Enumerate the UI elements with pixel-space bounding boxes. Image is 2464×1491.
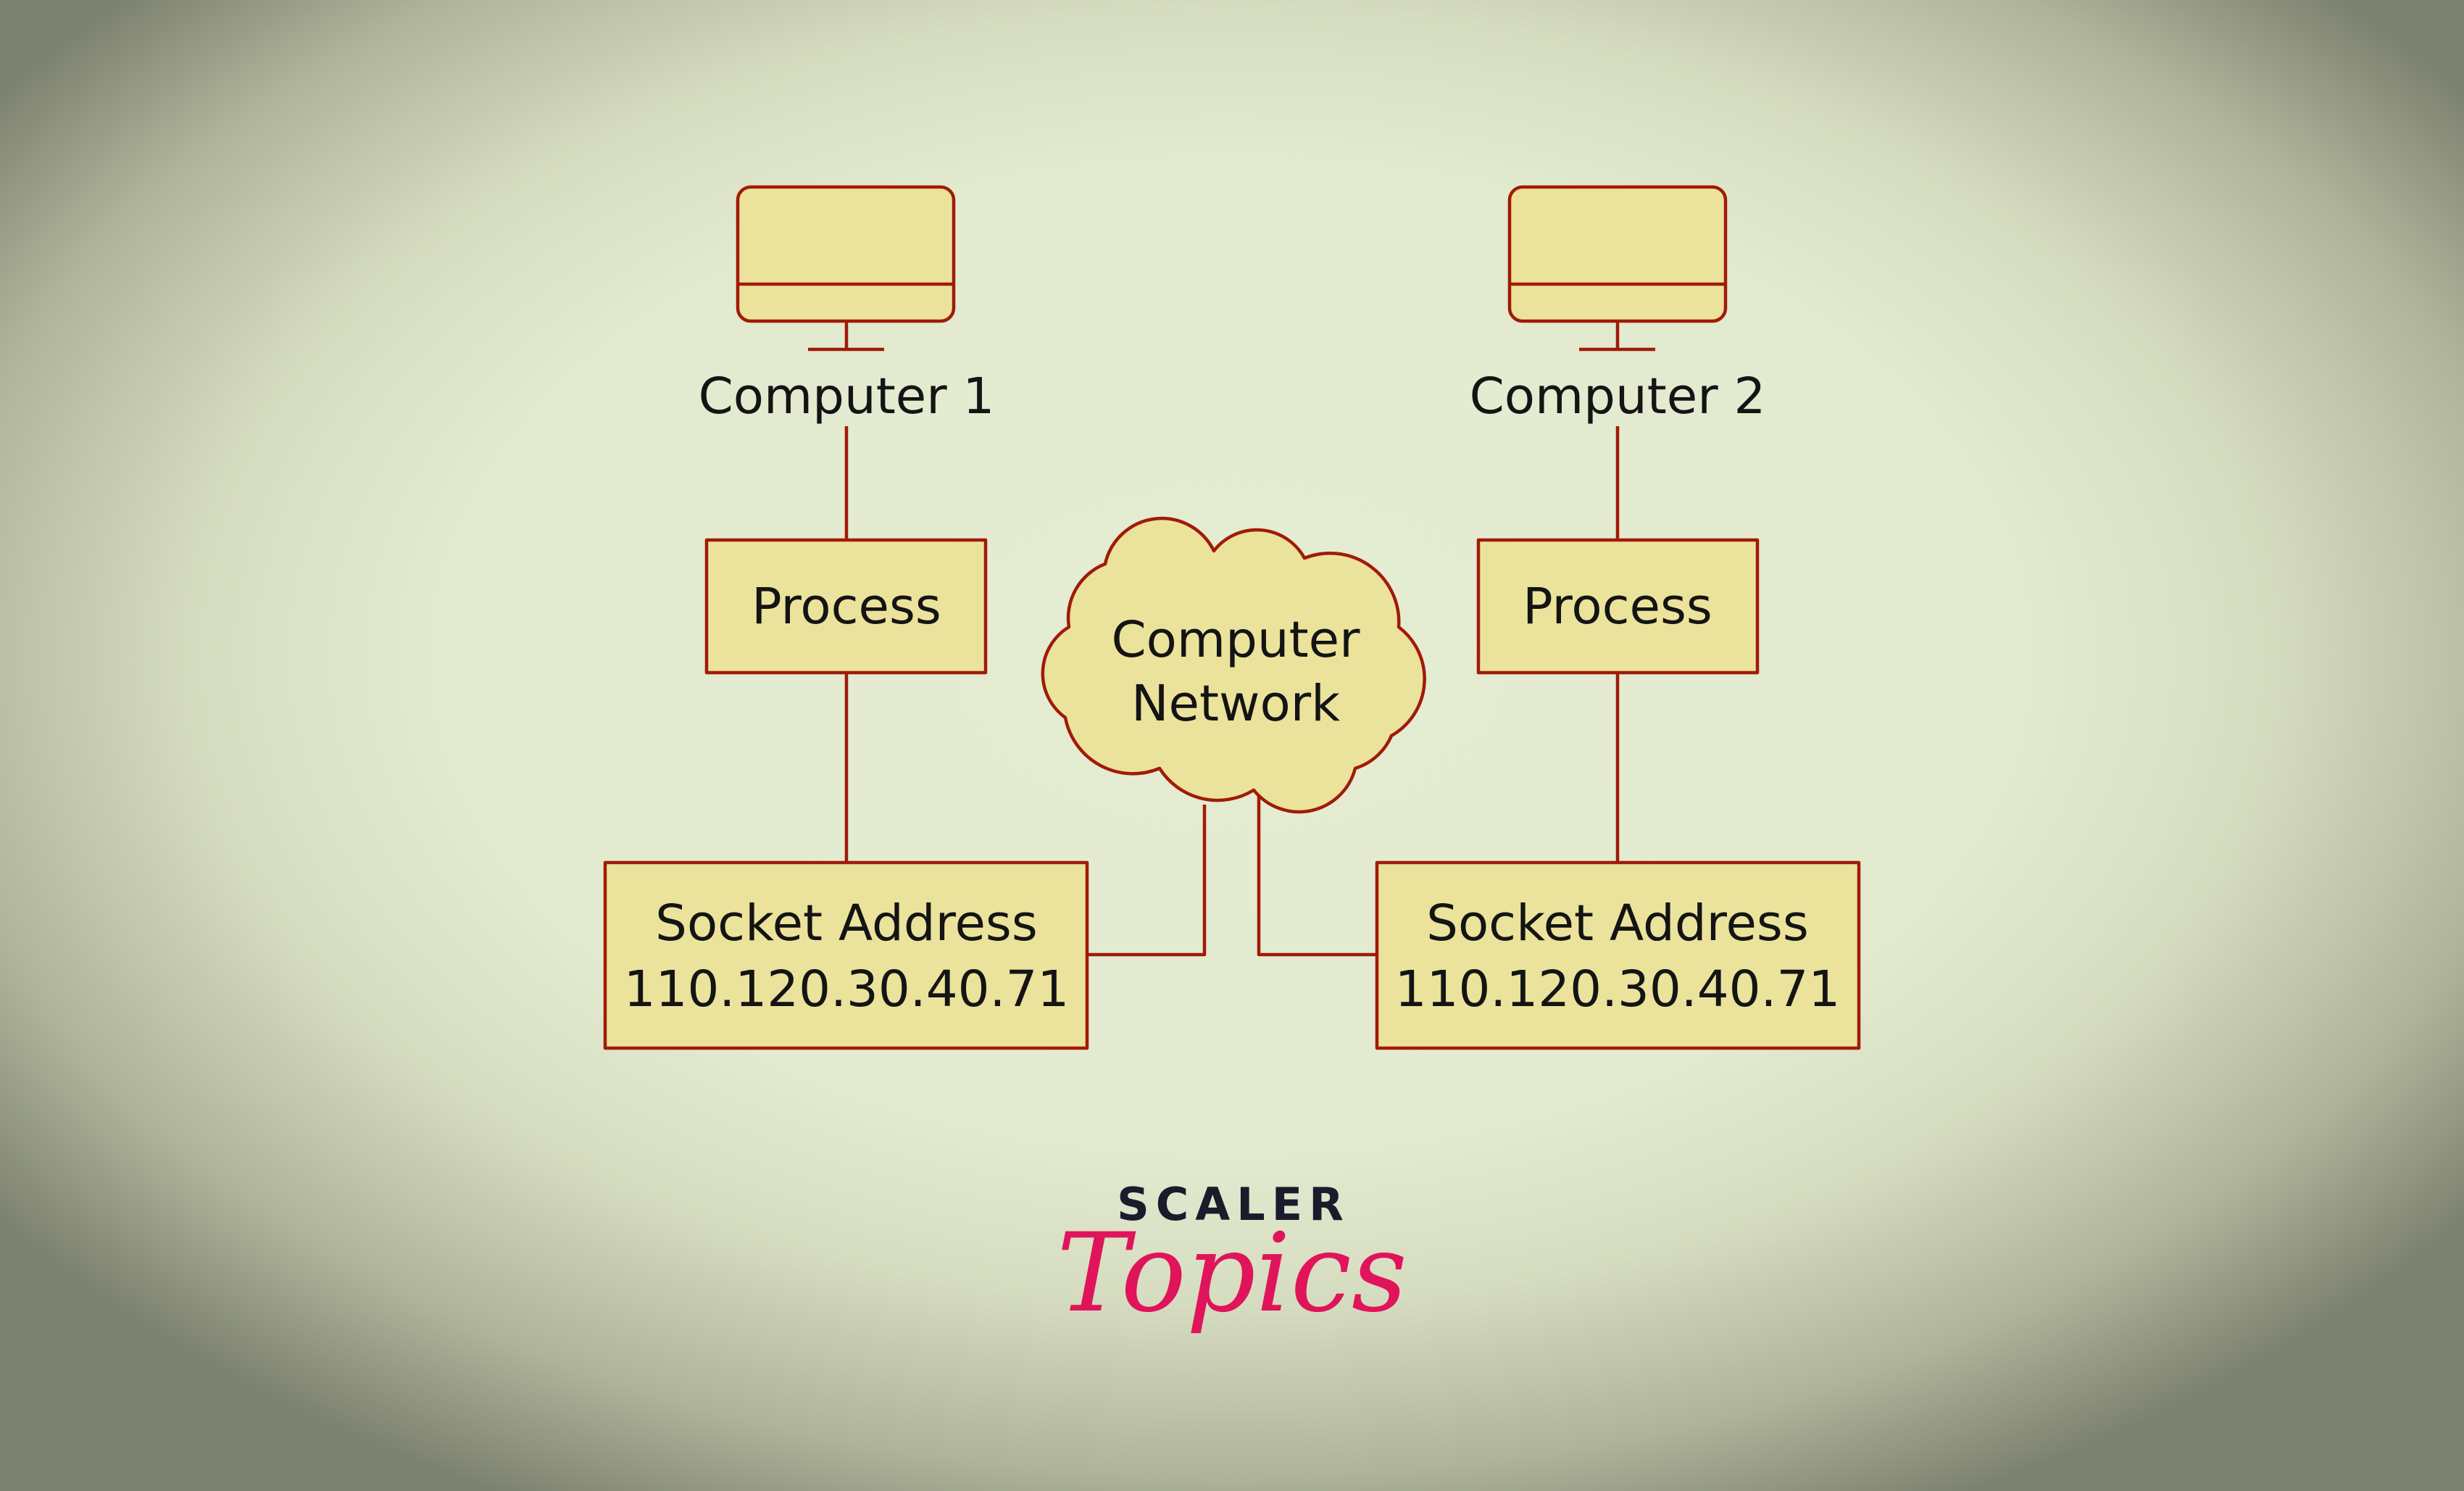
computer-1-label: Computer 1 bbox=[699, 367, 995, 425]
monitor-icon bbox=[736, 185, 956, 352]
socket-box-1 bbox=[603, 860, 1089, 1050]
network-label-line2: Network bbox=[1131, 675, 1340, 733]
process-box-2 bbox=[1476, 538, 1760, 675]
process-box-1 bbox=[704, 538, 988, 675]
network-label-line1: Computer bbox=[1111, 611, 1360, 669]
process-1-label: Process bbox=[752, 578, 941, 636]
monitor-icon bbox=[1507, 185, 1728, 352]
socket-1-title: Socket Address bbox=[655, 894, 1038, 952]
connector-socket1-network bbox=[1087, 805, 1207, 957]
cloud-icon bbox=[1041, 516, 1426, 814]
connector-network-socket2 bbox=[1257, 790, 1377, 957]
scaler-topics-logo: SCALER Topics bbox=[1057, 1178, 1407, 1337]
process-2-label: Process bbox=[1523, 578, 1712, 636]
socket-2-address: 110.120.30.40.71 bbox=[1395, 960, 1841, 1018]
logo-scaler-text: SCALER bbox=[1117, 1178, 1350, 1231]
connector-lines bbox=[844, 426, 1620, 957]
computer-2-label: Computer 2 bbox=[1470, 367, 1766, 425]
socket-2-title: Socket Address bbox=[1426, 894, 1809, 952]
socket-box-2 bbox=[1375, 860, 1861, 1050]
logo-topics-text: Topics bbox=[1057, 1210, 1407, 1337]
socket-1-address: 110.120.30.40.71 bbox=[624, 960, 1070, 1018]
